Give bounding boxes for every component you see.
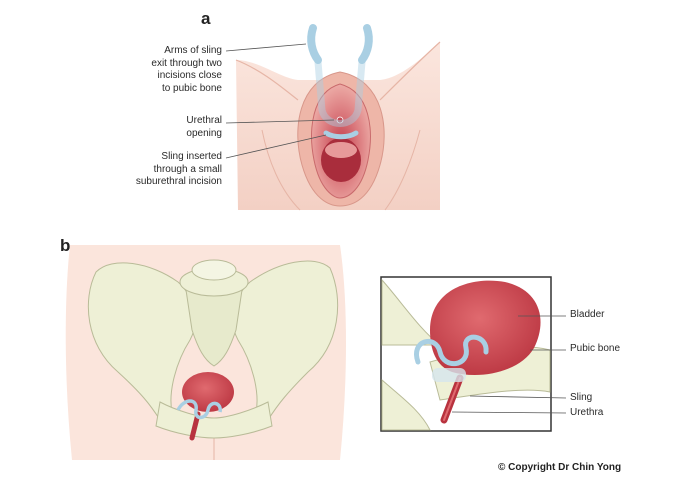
- sling-main: [176, 399, 222, 420]
- label-urethral-opening: Urethral opening: [186, 115, 222, 140]
- label-sling-inserted: Sling inserted through a small suburethr…: [136, 151, 222, 189]
- panel-a-letter: a: [201, 9, 211, 28]
- pelvis-right-wing: [232, 260, 339, 421]
- label-sling: Sling: [570, 392, 593, 403]
- label-urethral-line-2: opening: [186, 127, 222, 139]
- sling-arm-left: [307, 24, 322, 64]
- label-sling-inserted-line-3: suburethral incision: [135, 176, 222, 187]
- bladder-inset: [430, 280, 541, 375]
- label-arms-line-3: incisions close: [157, 70, 222, 81]
- label-arms-line-1: Arms of sling: [164, 45, 222, 56]
- copyright-credit: © Copyright Dr Chin Yong: [498, 462, 622, 473]
- label-arms-line-4: to pubic bone: [161, 82, 222, 94]
- label-arms-of-sling: Arms of sling exit through two incisions…: [151, 45, 222, 95]
- label-bladder: Bladder: [570, 309, 605, 320]
- pelvis-left-wing: [87, 262, 196, 421]
- label-pubic-bone: Pubic bone: [570, 343, 621, 354]
- urethral-opening: [336, 116, 344, 124]
- label-sling-inserted-line-2: through a small: [153, 163, 222, 175]
- sling-inset: [414, 334, 489, 366]
- sling-arm-right: [358, 24, 373, 64]
- label-sling-inserted-line-1: Sling inserted: [161, 151, 222, 162]
- label-arms-line-2: exit through two: [151, 57, 222, 69]
- panel-b-letter: b: [60, 236, 71, 255]
- label-urethra: Urethra: [570, 407, 604, 418]
- label-urethral-line-1: Urethral: [186, 115, 222, 126]
- sling-suburethral: [323, 130, 359, 140]
